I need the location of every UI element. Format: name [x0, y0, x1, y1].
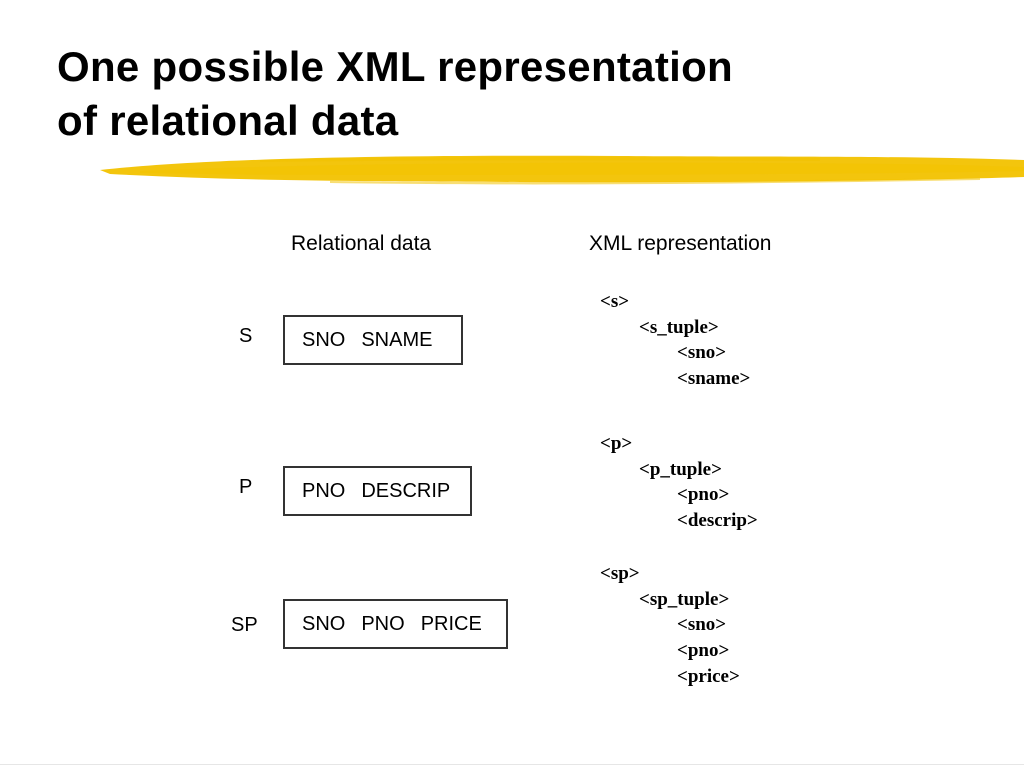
relation-name-p: P — [239, 476, 253, 498]
attribute-label: DESCRIP — [361, 479, 451, 502]
relational-data-header: Relational data — [291, 232, 432, 255]
attribute-label: PRICE — [420, 612, 482, 635]
xml-tag-line: <sp_tuple> — [639, 588, 730, 610]
slide-title: One possible XML representation of relat… — [57, 40, 733, 148]
xml-tag-line: <pno> — [677, 640, 730, 662]
bottom-divider — [0, 764, 1024, 765]
xml-tag-line: <p> — [600, 433, 633, 454]
attribute-label: PNO — [361, 612, 405, 635]
attribute-label: SNO — [302, 612, 346, 635]
xml-tag-line: <sno> — [677, 342, 727, 364]
xml-tag-line: <pno> — [677, 484, 730, 506]
xml-block-s: <s> <s_tuple> <sno> <sname> — [600, 289, 750, 392]
xml-tag-line: <sno> — [677, 614, 727, 636]
title-line-2: of relational data — [57, 97, 399, 144]
schema-box-sp: SNO PNO PRICE — [283, 599, 508, 649]
xml-tag-line: <s> — [600, 291, 630, 312]
attribute-label: PNO — [302, 479, 346, 502]
xml-block-sp: <sp> <sp_tuple> <sno> <pno> <price> — [600, 561, 740, 690]
xml-tag-line: <descrip> — [677, 510, 758, 532]
schema-box-p: PNO DESCRIP — [283, 466, 472, 516]
xml-tag-line: <price> — [677, 665, 740, 687]
schema-box-s: SNO SNAME — [283, 315, 463, 365]
attribute-label: SNAME — [361, 328, 433, 351]
attribute-label: SNO — [302, 328, 346, 351]
title-underline-brush — [100, 155, 1024, 185]
title-line-1: One possible XML representation — [57, 43, 734, 90]
relation-name-sp: SP — [231, 614, 258, 636]
relation-name-s: S — [239, 325, 253, 347]
xml-block-p: <p> <p_tuple> <pno> <descrip> — [600, 431, 758, 534]
xml-tag-line: <sp> — [600, 563, 640, 584]
xml-tag-line: <p_tuple> — [639, 458, 722, 480]
xml-tag-line: <sname> — [677, 368, 751, 390]
xml-representation-header: XML representation — [589, 232, 772, 255]
xml-tag-line: <s_tuple> — [639, 316, 719, 338]
